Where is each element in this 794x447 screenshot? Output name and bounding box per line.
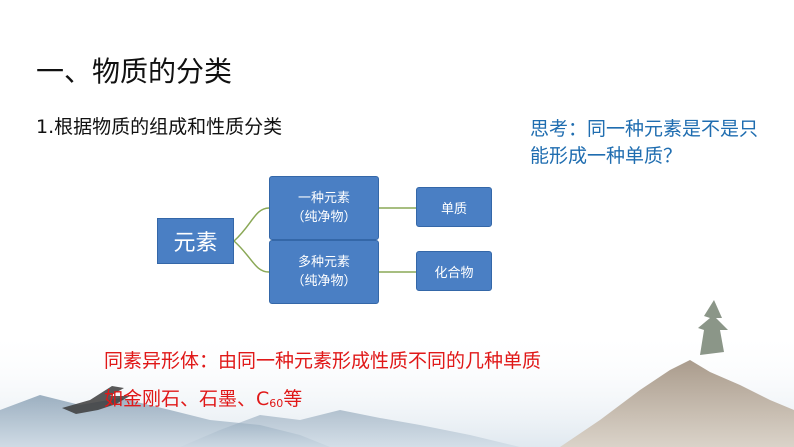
- compound-box: 化合物: [416, 251, 492, 291]
- section-subtitle: 1.根据物质的组成和性质分类: [36, 116, 283, 138]
- eagle-icon: [62, 386, 130, 414]
- multi-element-title: 多种元素: [297, 255, 350, 270]
- allotrope-definition: 同素异形体：由同一种元素形成性质不同的几种单质: [104, 350, 542, 372]
- examples-prefix: 如金刚石、石墨、C: [104, 388, 270, 410]
- examples-suffix: 等: [283, 388, 303, 410]
- slide-title: 一、物质的分类: [36, 55, 233, 88]
- simple-substance-label: 单质: [440, 201, 467, 217]
- single-element-title: 一种元素: [297, 191, 350, 206]
- single-element-box: 一种元素 （纯净物）: [269, 176, 379, 240]
- simple-substance-box: 单质: [416, 187, 492, 227]
- mountain-right: [560, 360, 794, 447]
- mountain-center: [180, 410, 520, 447]
- connector-root-to-single: [233, 207, 270, 242]
- multi-element-subtitle: （纯净物）: [291, 274, 357, 289]
- connector-root-to-multi: [233, 240, 270, 273]
- element-root-box: 元素: [157, 218, 234, 264]
- thinking-question: 思考：同一种元素是不是只能形成一种单质？: [530, 118, 759, 167]
- pine-tree: [698, 300, 728, 355]
- single-element-subtitle: （纯净物）: [291, 210, 357, 225]
- root-label: 元素: [173, 231, 218, 256]
- c60-subscript: 60: [269, 397, 284, 410]
- allotrope-examples: 如金刚石、石墨、C60等: [104, 384, 302, 411]
- compound-label: 化合物: [434, 265, 474, 281]
- multi-element-box: 多种元素 （纯净物）: [269, 240, 379, 304]
